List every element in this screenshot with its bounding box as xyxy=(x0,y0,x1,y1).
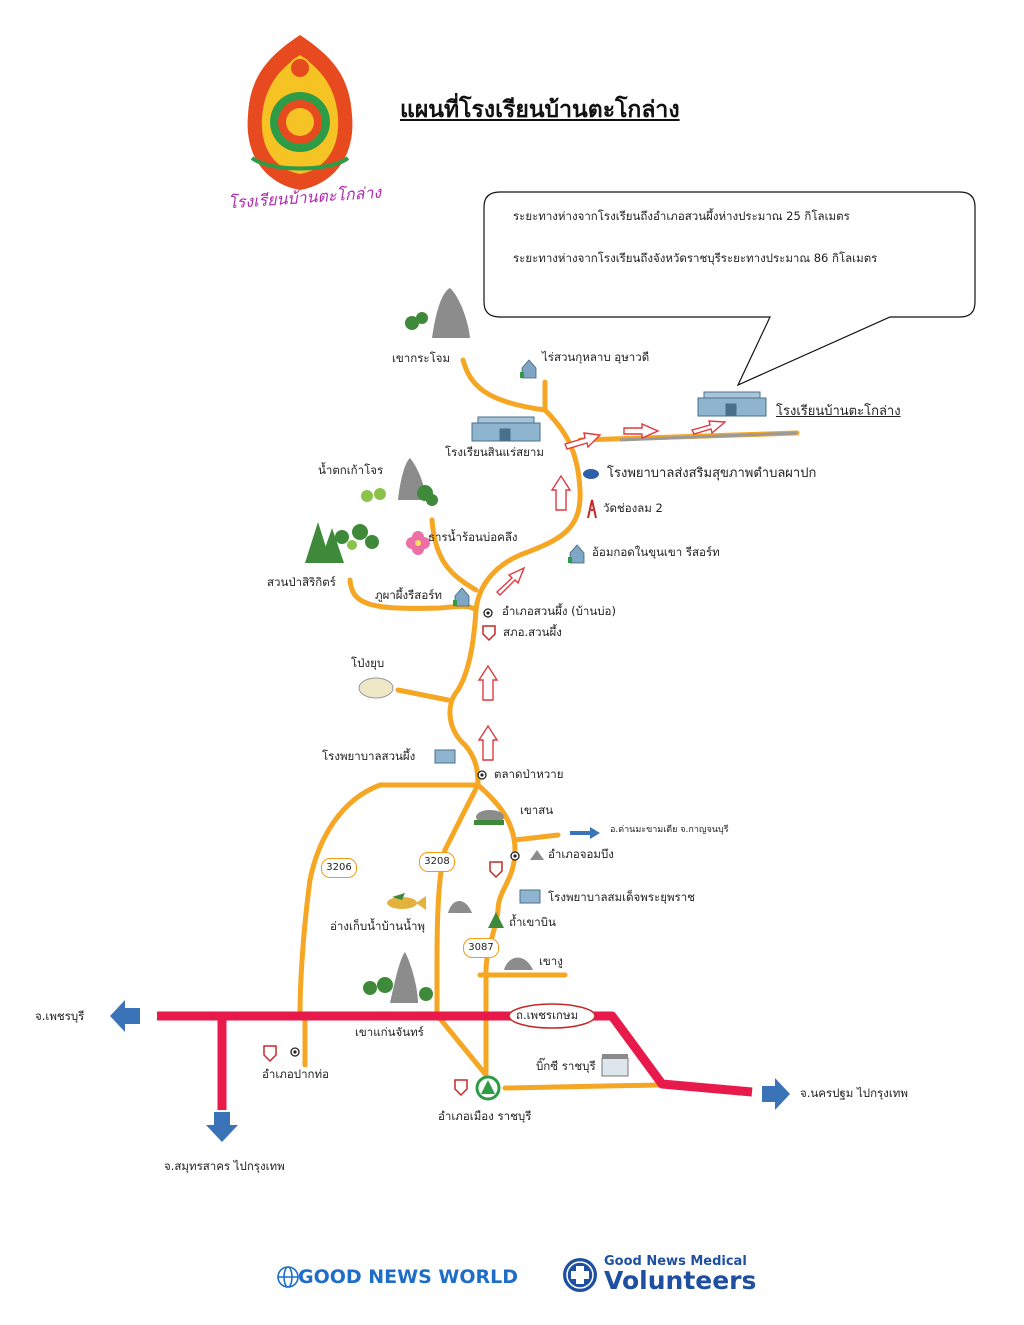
route-arrow-1 xyxy=(477,724,499,761)
road-dan-makham xyxy=(512,832,561,843)
route-badge-3206: 3206 xyxy=(321,858,357,878)
label-namtok: น้ำตกเก้าโจร xyxy=(318,463,384,477)
label-talad-pa-wai: ตลาดป่าหวาย xyxy=(494,767,564,781)
rock-near-reservoir-icon xyxy=(448,900,472,913)
hut-om-kod-icon xyxy=(569,544,585,564)
phetkasem-oval xyxy=(508,1003,596,1029)
road-pong-yup xyxy=(395,687,451,703)
label-tham-khao-bin: ถ้ำเขาบิน xyxy=(509,915,556,929)
label-om-kod: อ้อมกอดในขุนเขา รีสอร์ท xyxy=(592,545,720,559)
label-pong-yup: โป่งยุบ xyxy=(351,656,385,670)
footer-gnmv-small: Good News Medical xyxy=(604,1254,747,1269)
arrow-right-nakhon-pathom xyxy=(762,1078,790,1110)
label-amphoe-mueang: อำเภอเมือง ราชบุรี xyxy=(438,1109,532,1123)
route-arrow-2 xyxy=(477,664,499,701)
label-phetkasem: ถ.เพชรเกษม xyxy=(516,1008,579,1022)
distance-note-1: ระยะทางห่างจากโรงเรียนถึงอำเภอสวนผึ้งห่า… xyxy=(513,209,850,223)
rock-khao-ngu-icon xyxy=(504,957,533,970)
label-hospital-somdet: โรงพยาบาลสมเด็จพระยุพราช xyxy=(548,890,695,904)
road-3206 xyxy=(297,782,481,1018)
hut-phupha-icon xyxy=(454,587,470,607)
school-logo-emblem xyxy=(247,35,353,190)
road-bigc xyxy=(502,1082,661,1091)
rock-chombueng-icon xyxy=(530,850,544,860)
label-sinrae: โรงเรียนสินแร่สยาม xyxy=(445,445,544,459)
hospital-pha-pok-icon xyxy=(583,469,599,479)
arrow-dan-makham xyxy=(570,827,600,839)
distance-callout xyxy=(483,191,976,387)
route-arrow-6 xyxy=(623,422,660,440)
label-khao-ngu: เขางู xyxy=(539,954,563,968)
label-khao-son: เขาสน xyxy=(520,803,554,817)
label-amphoe-chombueng: อำเภอจอมบึง xyxy=(548,847,614,861)
label-phupha: ภูผาผึ้งรีสอร์ท xyxy=(375,588,442,602)
footer-gnmv-big: Volunteers xyxy=(604,1266,757,1295)
label-rai-suan: ไร่สวนกุหลาบ อุษาวดี xyxy=(542,350,650,364)
temple-wat-chong-lom-icon xyxy=(587,499,597,519)
hospital-somdet-icon xyxy=(519,889,541,904)
police-mueang-icon xyxy=(454,1079,468,1097)
label-khao-kaeng-chan: เขาแก่นจันทร์ xyxy=(355,1025,424,1039)
label-to-samut-sakhon: จ.สมุทรสาคร ไปกรุงเทพ xyxy=(164,1159,285,1173)
page-title: แผนที่โรงเรียนบ้านตะโกล่าง xyxy=(400,97,680,123)
label-amphoe-suan-phueng: อำเภอสวนผึ้ง (บ้านบ่อ) xyxy=(502,604,616,618)
mountain-khao-kaeng-icon xyxy=(390,952,418,1003)
label-to-nakhon-pathom: จ.นครปฐม ไปกรุงเทพ xyxy=(800,1086,908,1100)
fish-reservoir-icon xyxy=(387,893,426,910)
label-police-suan-phueng: สภอ.สวนผึ้ง xyxy=(503,625,562,639)
hospital-suan-phueng-icon xyxy=(434,749,456,764)
label-wat-chong-lom: วัดช่องลม 2 xyxy=(603,501,663,515)
footer-gnmv: Good News Medical Volunteers xyxy=(562,1255,756,1293)
footer-good-news-world: GOOD NEWS WORLD xyxy=(272,1266,518,1288)
hut-rai-suan-icon xyxy=(521,359,537,379)
road-than-namron xyxy=(429,517,479,593)
police-pak-tho-icon xyxy=(263,1045,277,1063)
road-phupha xyxy=(347,577,479,613)
label-khao-krachom: เขากระโจม xyxy=(392,351,451,365)
label-school-target: โรงเรียนบ้านตะโกล่าง xyxy=(776,404,901,419)
label-to-phetchaburi: จ.เพชรบุรี xyxy=(35,1009,85,1023)
arrow-down-samut-sakhon xyxy=(206,1112,238,1142)
gnmv-globe-icon xyxy=(563,1258,597,1292)
label-reservoir: อ่างเก็บน้ำบ้านน้ำพุ xyxy=(330,919,426,933)
label-hospital-suan-phueng: โรงพยาบาลสวนผึ้ง xyxy=(322,749,416,763)
road-3208 xyxy=(434,782,481,1018)
tree-tham-khao-bin-icon xyxy=(488,912,504,928)
distance-note-2: ระยะทางห่างจากโรงเรียนถึงจังหวัดราชบุรีร… xyxy=(513,251,878,265)
route-arrow-5 xyxy=(564,432,602,450)
school-sinrae-building-icon xyxy=(471,416,541,442)
arrow-left-phetchaburi xyxy=(110,1000,140,1032)
mountain-khao-krachom-icon xyxy=(432,288,470,338)
trees-group xyxy=(305,312,504,1001)
road-school-grey xyxy=(619,431,798,442)
label-suan-pa: สวนป่าสิริกิตร์ xyxy=(267,575,336,589)
road-to-chombueng xyxy=(475,782,518,1088)
route-badge-3208: 3208 xyxy=(419,852,455,872)
flower-icon xyxy=(406,531,430,555)
route-arrow-4 xyxy=(550,474,572,511)
highway-phetkasem xyxy=(157,1011,753,1097)
school-target-building-icon xyxy=(697,391,767,417)
route-arrow-3 xyxy=(495,566,526,596)
road-mueang-link xyxy=(434,1012,489,1078)
police-chombueng-icon xyxy=(489,861,503,879)
label-dan-makham: อ.ด่านมะขามเตีย จ.กาญจนบุรี xyxy=(610,825,729,835)
route-badge-3087: 3087 xyxy=(463,938,499,958)
police-suan-phueng-icon xyxy=(482,625,496,642)
pong-yup-rock-icon xyxy=(358,677,394,699)
road-upper-spine xyxy=(447,379,583,788)
label-big-c: บิ๊กซี ราชบุรี xyxy=(536,1059,596,1073)
footer-good-news-world-text: GOOD NEWS WORLD xyxy=(298,1266,519,1288)
big-c-store-icon xyxy=(601,1054,629,1077)
good-news-world-globe-icon xyxy=(277,1266,299,1288)
route-arrow-7 xyxy=(690,420,727,435)
road-khao-krachom xyxy=(460,357,548,413)
label-amphoe-pak-tho: อำเภอปากท่อ xyxy=(262,1067,329,1081)
label-than-nam-ron: ธารน้ำร้อนบ่อคลึง xyxy=(428,530,518,544)
label-hospital-pha-pok: โรงพยาบาลส่งสริมสุขภาพตำบลผาปก xyxy=(607,466,817,481)
